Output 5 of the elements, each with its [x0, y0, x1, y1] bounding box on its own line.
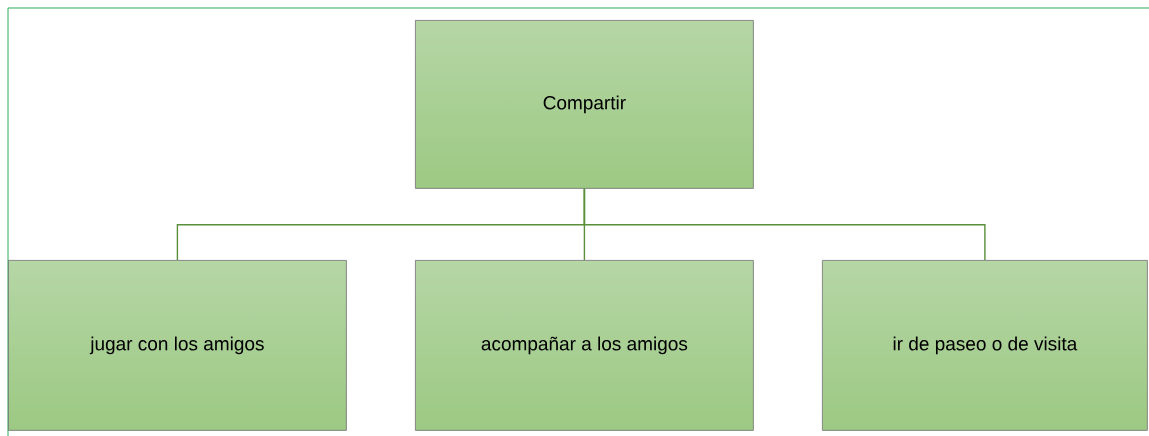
process-box: acompañar a los amigos: [415, 260, 754, 431]
process-box: ir de paseo o de visita: [822, 260, 1148, 431]
connector-line: [583, 188, 986, 261]
process-box: Compartir: [415, 20, 754, 189]
process-box: jugar con los amigos: [8, 260, 347, 431]
